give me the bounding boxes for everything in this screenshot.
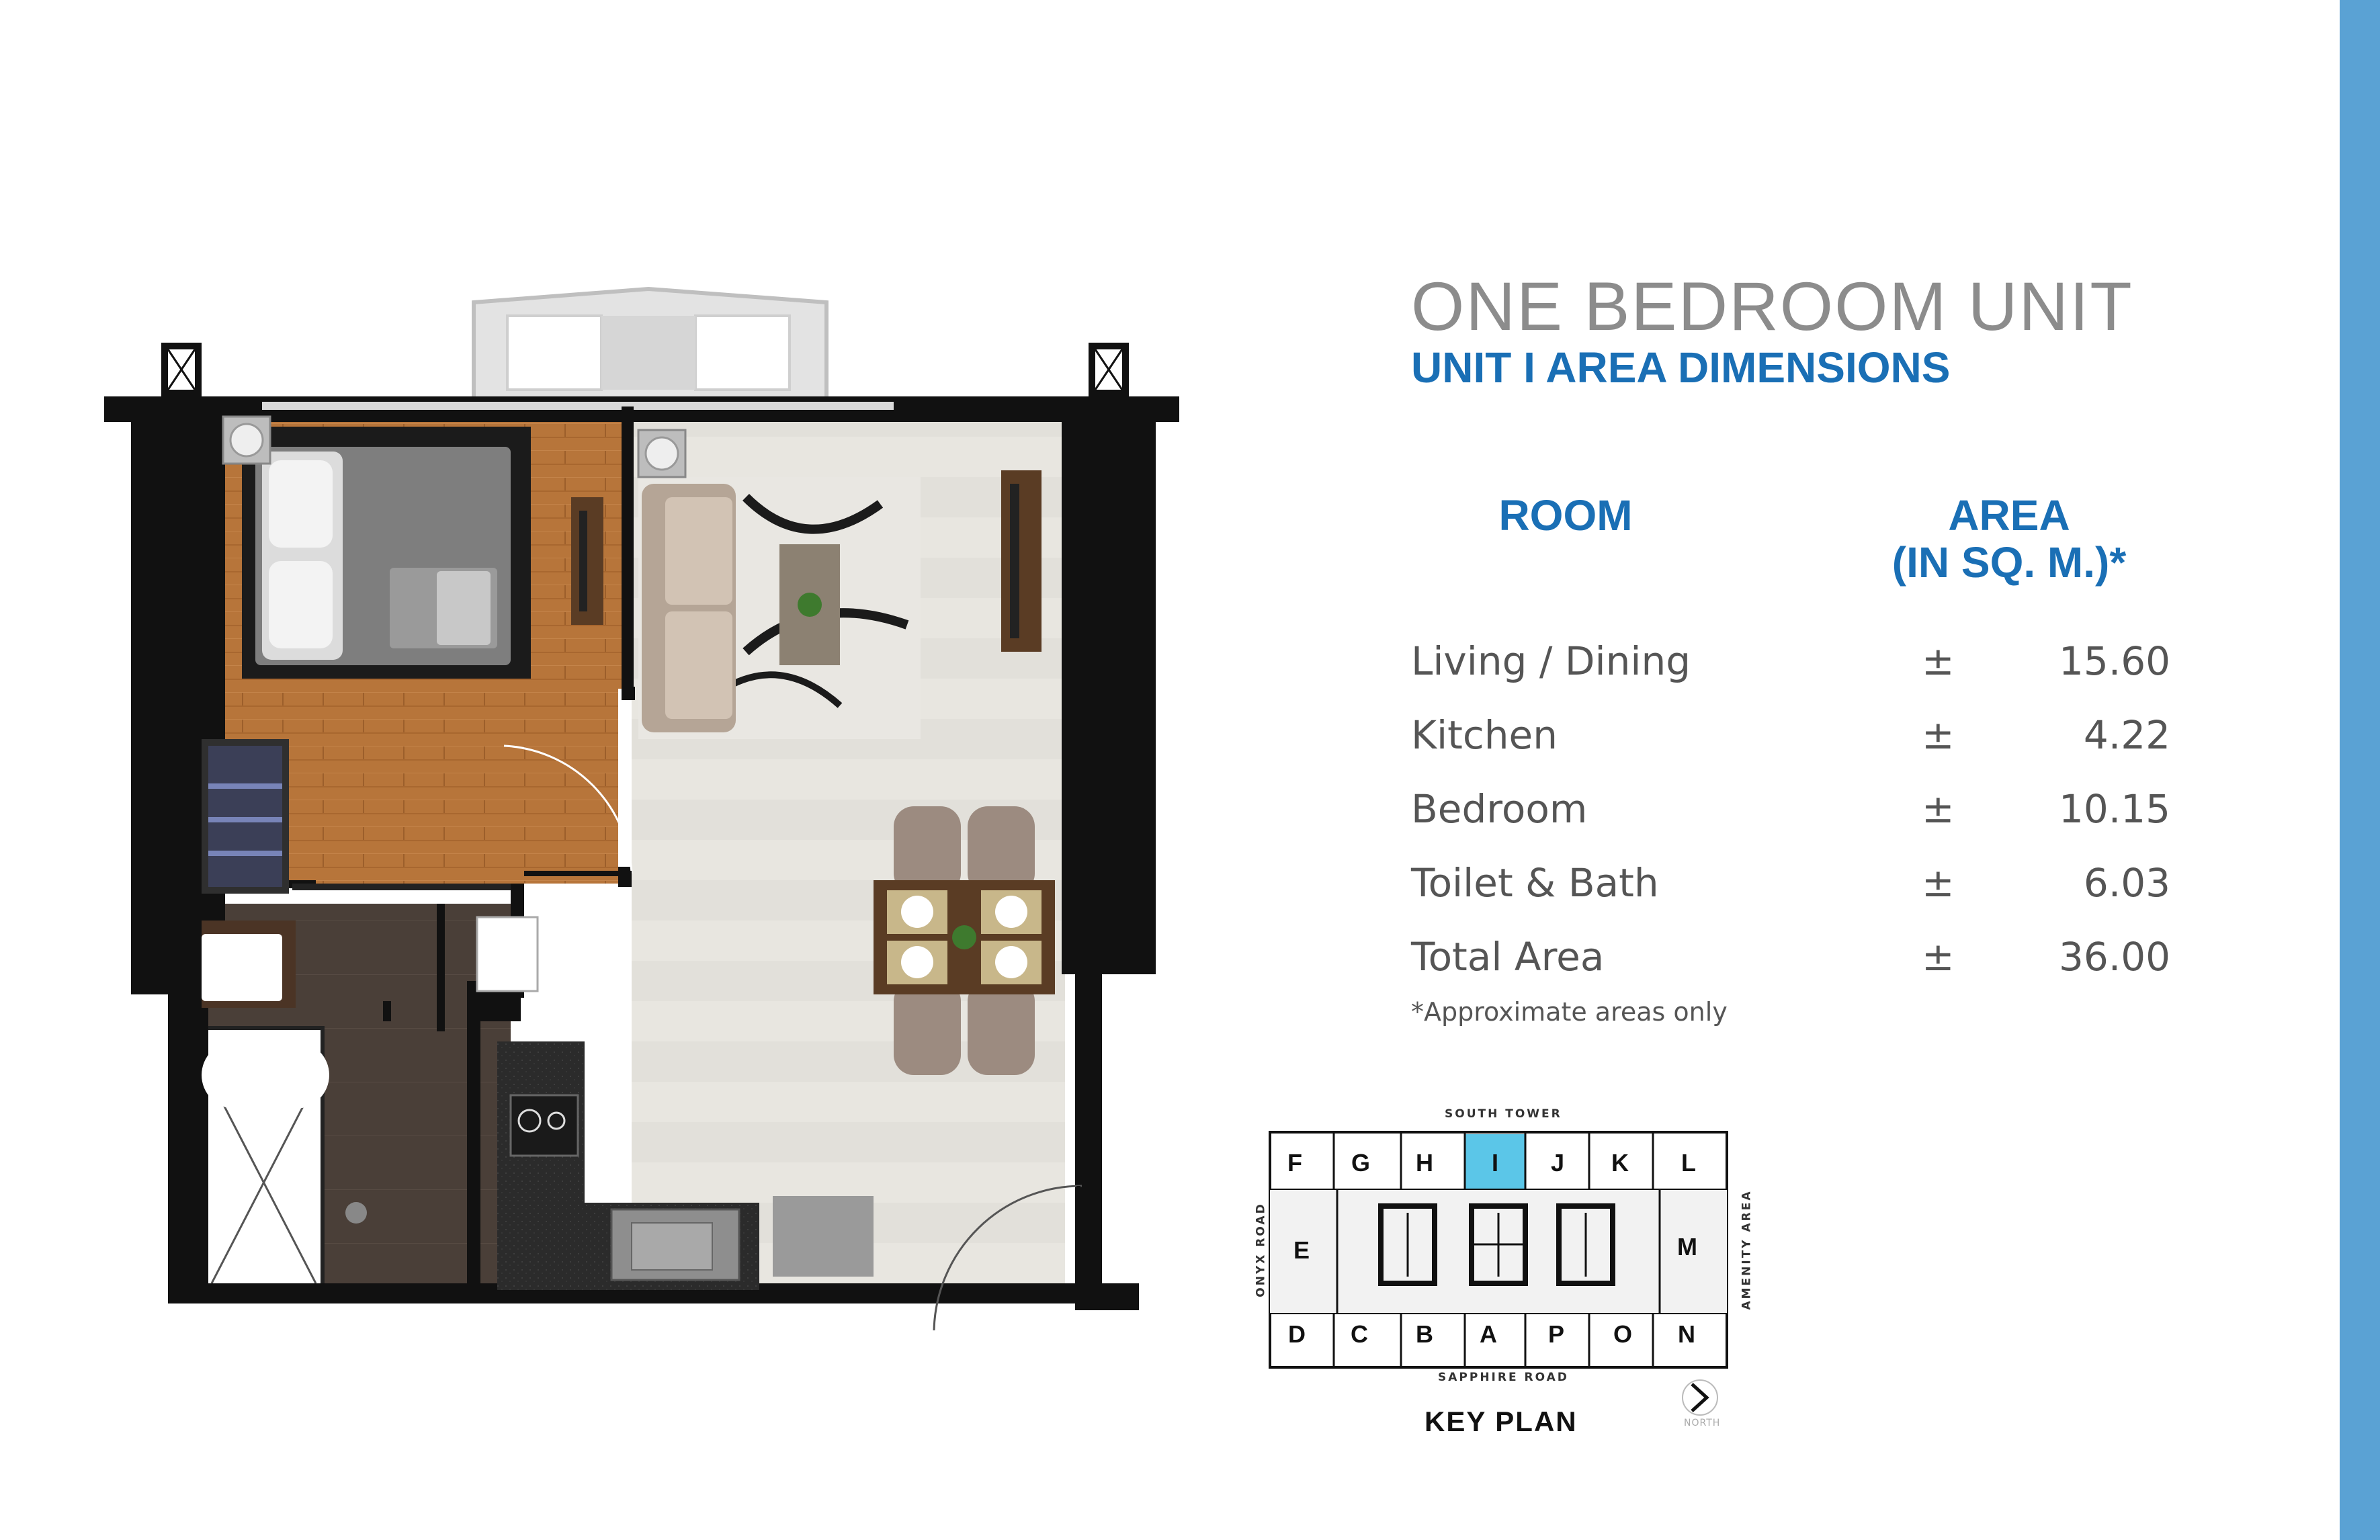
- unit-label: J: [1550, 1149, 1565, 1177]
- living-tv-console: [1001, 470, 1042, 652]
- unit-label: L: [1681, 1149, 1696, 1177]
- unit-label: O: [1613, 1320, 1632, 1348]
- plus-minus-sign: ±: [1922, 786, 1955, 832]
- floor-plan: [101, 275, 1189, 1330]
- table-row: Living / Dining ± 15.60: [1411, 638, 2170, 712]
- floor-plan-drawing: [104, 286, 1179, 1330]
- unit-label: B: [1416, 1320, 1433, 1348]
- room-name: Kitchen: [1411, 712, 1558, 758]
- table-row: Bedroom ± 10.15: [1411, 786, 2170, 860]
- room-area: 15.60: [2058, 638, 2170, 684]
- area-column-header: AREA (IN SQ. M.)*: [1875, 492, 2143, 586]
- key-plan-bottom-label: SAPPHIRE ROAD: [1438, 1371, 1569, 1384]
- unit-label: D: [1288, 1320, 1306, 1348]
- unit-label: G: [1351, 1149, 1370, 1177]
- unit-label-highlighted: I: [1491, 1149, 1498, 1177]
- range-hood: [773, 1196, 874, 1277]
- area-header-line2: (IN SQ. M.)*: [1892, 538, 2127, 587]
- unit-label: E: [1293, 1236, 1310, 1264]
- key-plan-title: KEY PLAN: [1425, 1406, 1578, 1437]
- room-name: Living / Dining: [1411, 638, 1691, 684]
- room-column-header: ROOM: [1498, 491, 1633, 540]
- page-title: ONE BEDROOM UNIT: [1411, 268, 2133, 345]
- footnote: *Approximate areas only: [1411, 997, 1728, 1027]
- key-plan: SOUTH TOWER SAPPHIRE ROAD ONYX ROAD AMEN…: [1236, 1102, 1754, 1451]
- key-plan-right-label: AMENITY AREA: [1740, 1189, 1754, 1310]
- room-name: Bedroom: [1411, 786, 1588, 832]
- highlighted-unit: [1465, 1134, 1525, 1189]
- room-name: Total Area: [1411, 934, 1605, 980]
- table-row-total: Total Area ± 36.00: [1411, 934, 2170, 1008]
- balcony-window-left: [506, 314, 603, 391]
- unit-label: F: [1287, 1149, 1302, 1177]
- unit-label: H: [1416, 1149, 1433, 1177]
- key-plan-left-label: ONYX ROAD: [1254, 1202, 1268, 1297]
- key-plan-drawing: [1269, 1131, 1728, 1416]
- unit-label: A: [1480, 1320, 1497, 1348]
- plus-minus-sign: ±: [1922, 934, 1955, 980]
- room-area: 4.22: [2083, 712, 2170, 758]
- plus-minus-sign: ±: [1922, 638, 1955, 684]
- plus-minus-sign: ±: [1922, 860, 1955, 906]
- bath-sink: [202, 934, 282, 1001]
- plus-minus-sign: ±: [1922, 712, 1955, 758]
- key-plan-top-label: SOUTH TOWER: [1445, 1107, 1562, 1121]
- area-header-line1: AREA: [1948, 491, 2070, 540]
- fridge: [476, 916, 539, 992]
- toilet: [202, 1041, 329, 1109]
- side-color-bar: [2340, 0, 2380, 1540]
- page-subtitle: UNIT I AREA DIMENSIONS: [1411, 343, 1951, 392]
- unit-label: P: [1547, 1320, 1564, 1348]
- north-label: NORTH: [1684, 1418, 1721, 1428]
- unit-label: K: [1611, 1149, 1629, 1177]
- table-row: Toilet & Bath ± 6.03: [1411, 860, 2170, 934]
- balcony-window-right: [694, 314, 791, 391]
- area-table: Living / Dining ± 15.60 Kitchen ± 4.22 B…: [1411, 638, 2170, 1008]
- room-area: 10.15: [2058, 786, 2170, 832]
- room-area: 36.00: [2058, 934, 2170, 980]
- table-row: Kitchen ± 4.22: [1411, 712, 2170, 786]
- unit-label: M: [1677, 1233, 1697, 1260]
- cooktop: [509, 1094, 579, 1157]
- room-name: Toilet & Bath: [1411, 860, 1659, 906]
- unit-label: C: [1351, 1320, 1368, 1348]
- unit-label: N: [1678, 1320, 1695, 1348]
- room-area: 6.03: [2083, 860, 2170, 906]
